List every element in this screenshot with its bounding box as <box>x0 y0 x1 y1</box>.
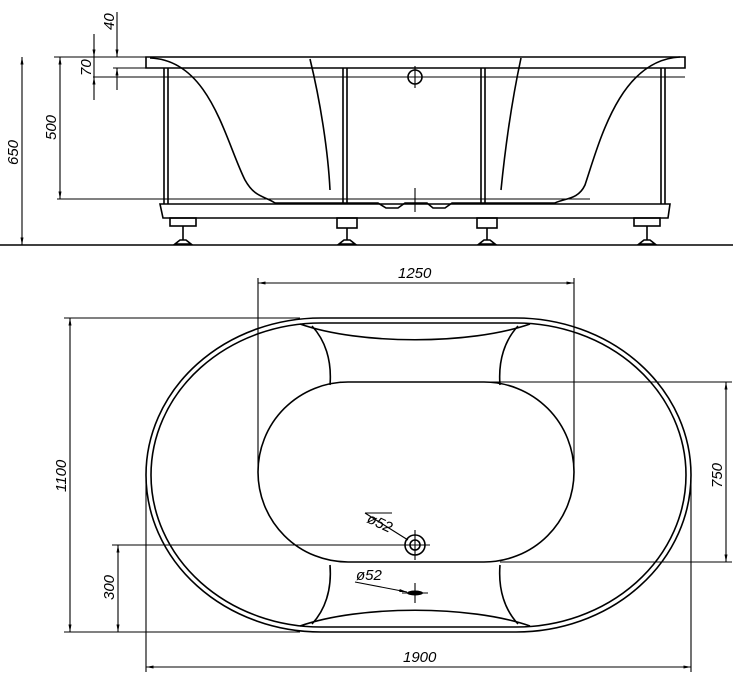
frame-legs <box>163 68 666 204</box>
top-view: ø52 ø52 1250 1900 1100 750 300 <box>53 265 732 672</box>
dim-1100: 1100 <box>53 459 70 492</box>
dim-70: 70 <box>78 59 95 76</box>
overflow-label: ø52 <box>356 567 383 584</box>
dim-500: 500 <box>43 114 60 140</box>
drain-symbol <box>405 188 425 212</box>
dim-650: 650 <box>5 139 22 165</box>
dim-1250: 1250 <box>398 265 432 282</box>
drain-symbol-top <box>400 530 430 560</box>
tub-rim <box>145 56 686 69</box>
base-frame <box>159 203 671 219</box>
overflow-symbol <box>404 66 426 88</box>
dim-300: 300 <box>101 574 118 600</box>
dim-40: 40 <box>101 13 118 30</box>
outer-rim <box>145 317 692 633</box>
overflow-symbol-top <box>402 583 428 603</box>
dim-1900: 1900 <box>403 649 437 666</box>
tub-bottom <box>275 202 555 209</box>
side-view: 650 500 70 40 <box>0 12 733 246</box>
dim-750: 750 <box>709 462 726 488</box>
feet <box>169 217 661 245</box>
tub-end-right <box>554 56 681 204</box>
drain-label: ø52 <box>364 510 395 537</box>
tub-end-left <box>149 57 276 204</box>
